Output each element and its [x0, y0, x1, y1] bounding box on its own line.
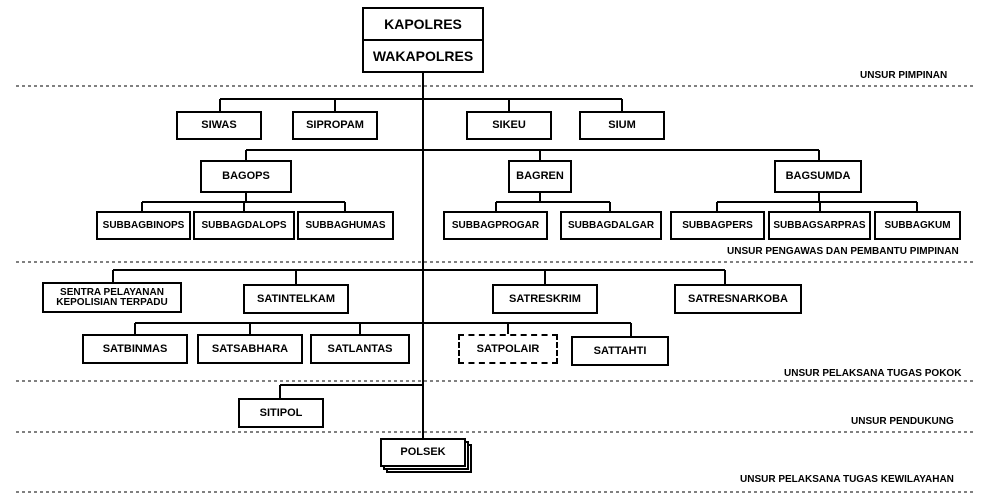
- satsabhara-box: SATSABHARA: [197, 334, 303, 364]
- subbagsarpras-box: SUBBAGSARPRAS: [768, 211, 871, 240]
- bagops-label: BAGOPS: [222, 170, 270, 182]
- sattahti-label: SATTAHTI: [593, 344, 647, 357]
- bagren-label: BAGREN: [516, 170, 564, 182]
- kapolres-label: KAPOLRES: [384, 15, 462, 32]
- sium-box: SIUM: [579, 111, 665, 140]
- subbagdalgar-box: SUBBAGDALGAR: [560, 211, 662, 240]
- satpolair-box: SATPOLAIR: [458, 334, 558, 364]
- sattahti-box: SATTAHTI: [571, 336, 669, 366]
- satreskrim-label: SATRESKRIM: [509, 292, 581, 305]
- satlantas-label: SATLANTAS: [327, 342, 393, 355]
- wakapolres-label: WAKAPOLRES: [372, 47, 474, 64]
- subbagpers-label: SUBBAGPERS: [682, 220, 753, 231]
- sikeu-label: SIKEU: [492, 119, 526, 131]
- connector-lines: [112, 72, 918, 440]
- satsabhara-label: SATSABHARA: [211, 342, 289, 355]
- sipropam-box: SIPROPAM: [292, 111, 378, 140]
- polsek-box: POLSEK: [380, 438, 466, 467]
- subbagdalops-box: SUBBAGDALOPS: [193, 211, 295, 240]
- siwas-label: SIWAS: [201, 119, 237, 131]
- spkt-box: SENTRA PELAYANAN KEPOLISIAN TERPADU: [42, 282, 182, 313]
- bagsumda-label: BAGSUMDA: [785, 170, 851, 182]
- satintelkam-label: SATINTELKAM: [256, 292, 335, 305]
- zone-label-pendukung: UNSUR PENDUKUNG: [851, 416, 954, 427]
- satlantas-box: SATLANTAS: [310, 334, 410, 364]
- subbagbinops-label: SUBBAGBINOPS: [102, 220, 185, 231]
- sitipol-label: SITIPOL: [259, 406, 303, 419]
- zone-label-kewilayahan: UNSUR PELAKSANA TUGAS KEWILAYAHAN: [740, 474, 954, 485]
- sikeu-box: SIKEU: [466, 111, 552, 140]
- spkt-label-line2: KEPOLISIAN TERPADU: [56, 297, 168, 308]
- zone-label-pimpinan: UNSUR PIMPINAN: [860, 70, 948, 81]
- polsek-label: POLSEK: [400, 446, 446, 458]
- subbagbinops-box: SUBBAGBINOPS: [96, 211, 191, 240]
- subbagsarpras-label: SUBBAGSARPRAS: [773, 220, 866, 231]
- subbagpers-box: SUBBAGPERS: [670, 211, 765, 240]
- satintelkam-box: SATINTELKAM: [243, 284, 349, 314]
- subbagprogar-label: SUBBAGPROGAR: [451, 220, 540, 231]
- sipropam-label: SIPROPAM: [306, 119, 364, 131]
- siwas-box: SIWAS: [176, 111, 262, 140]
- zone-label-pelaksana-pokok: UNSUR PELAKSANA TUGAS POKOK: [784, 368, 962, 379]
- zone-label-pengawas: UNSUR PENGAWAS DAN PEMBANTU PIMPINAN: [727, 246, 959, 257]
- sium-label: SIUM: [608, 119, 636, 131]
- subbagprogar-box: SUBBAGPROGAR: [443, 211, 548, 240]
- satbinmas-label: SATBINMAS: [102, 342, 168, 355]
- subbagkum-label: SUBBAGKUM: [884, 220, 951, 231]
- zone-dividers: [16, 85, 975, 493]
- bagren-box: BAGREN: [508, 160, 572, 193]
- satreskrim-box: SATRESKRIM: [492, 284, 598, 314]
- subbaghumas-box: SUBBAGHUMAS: [297, 211, 394, 240]
- spkt-label-line1: SENTRA PELAYANAN: [60, 287, 164, 298]
- wakapolres-box: WAKAPOLRES: [362, 39, 484, 73]
- satresnarkoba-label: SATRESNARKOBA: [687, 292, 789, 305]
- subbagkum-box: SUBBAGKUM: [874, 211, 961, 240]
- subbagdalgar-label: SUBBAGDALGAR: [567, 220, 655, 231]
- subbagdalops-label: SUBBAGDALOPS: [201, 220, 287, 231]
- satresnarkoba-box: SATRESNARKOBA: [674, 284, 802, 314]
- satpolair-label: SATPOLAIR: [476, 342, 540, 355]
- sitipol-box: SITIPOL: [238, 398, 324, 428]
- subbaghumas-label: SUBBAGHUMAS: [305, 220, 386, 231]
- satbinmas-box: SATBINMAS: [82, 334, 188, 364]
- bagsumda-box: BAGSUMDA: [774, 160, 862, 193]
- bagops-box: BAGOPS: [200, 160, 292, 193]
- kapolres-box: KAPOLRES: [362, 7, 484, 41]
